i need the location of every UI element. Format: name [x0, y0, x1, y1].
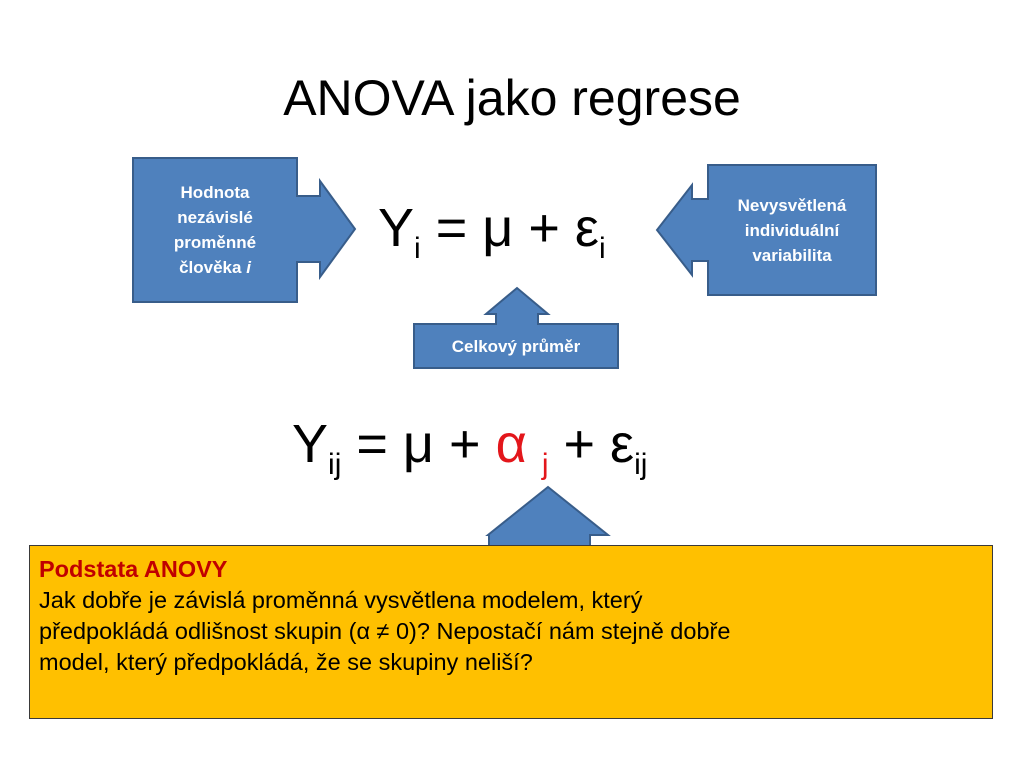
left-callout-shape	[132, 157, 357, 303]
left-callout-line-2: nezávislé	[177, 208, 253, 227]
box-line-3: model, který předpokládá, že se skupiny …	[39, 649, 533, 675]
up-arrow-shape	[485, 485, 611, 547]
equation-1: Yi = μ + εi	[378, 198, 606, 265]
slide-title: ANOVA jako regrese	[283, 70, 741, 126]
left-callout-line-4: člověka i	[179, 258, 251, 277]
box-heading: Podstata ANOVY	[39, 556, 228, 582]
right-callout-line-1: Nevysvětlená	[737, 195, 847, 215]
left-callout-text: Hodnota nezávislé proměnné člověka i	[135, 170, 295, 290]
box-line-2: předpokládá odlišnost skupin (α ≠ 0)? Ne…	[39, 618, 731, 644]
right-callout-shape	[655, 164, 877, 296]
explanation-box: Podstata ANOVY Jak dobře je závislá prom…	[29, 545, 993, 719]
box-line-1: Jak dobře je závislá proměnná vysvětlena…	[39, 587, 643, 613]
left-callout-line-3: proměnné	[173, 233, 257, 252]
bottom-callout-text: Celkový průměr	[451, 336, 581, 356]
alpha-subscript: j	[541, 448, 549, 481]
bottom-callout-shape	[413, 286, 619, 369]
right-callout-line-3: variabilita	[752, 245, 832, 265]
right-callout-text: Nevysvětlená individuální variabilita	[710, 180, 874, 280]
right-callout-line-2: individuální	[744, 220, 840, 240]
left-callout-line-1: Hodnota	[180, 183, 250, 202]
alpha-term: α	[495, 414, 527, 474]
equation-2: Yij = μ + α j + εij	[292, 414, 648, 481]
